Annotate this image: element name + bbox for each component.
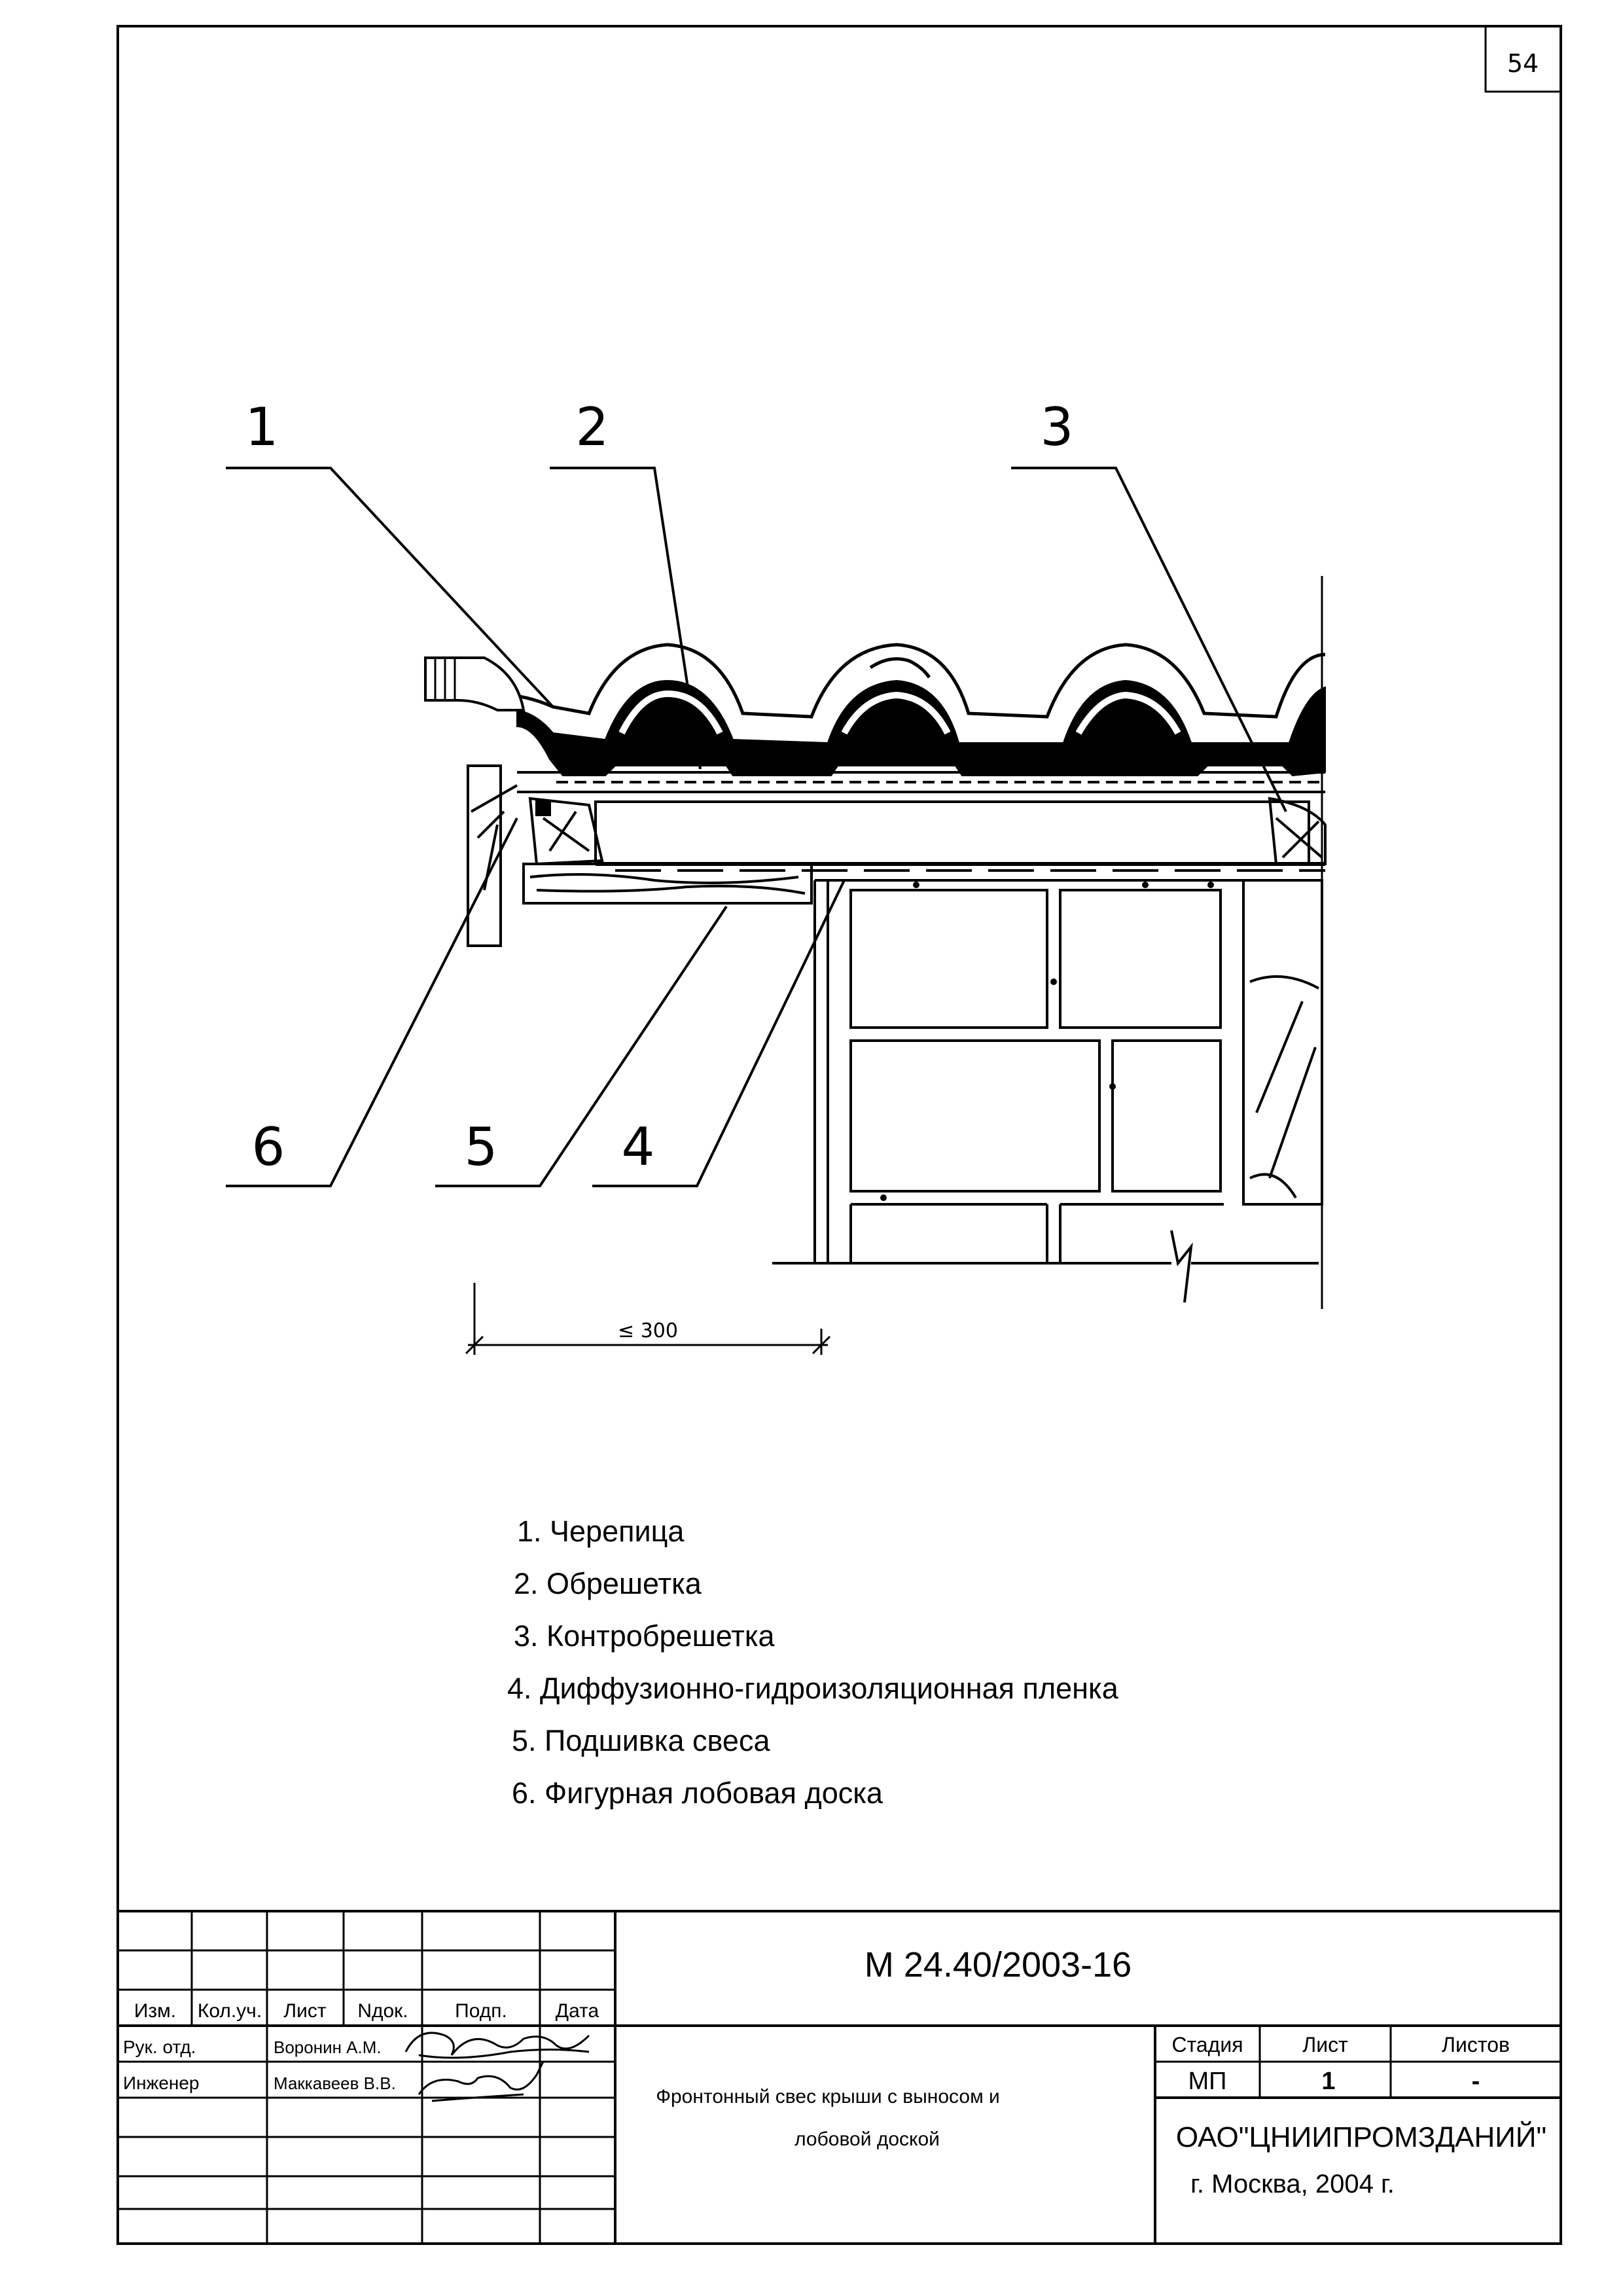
callout-6: 6 [252, 1117, 285, 1177]
stage-header: Стадия [1171, 2033, 1243, 2056]
legend-item-4: 4. Диффузионно-гидроизоляционная пленка [507, 1672, 1119, 1705]
sheet-header: Лист [1302, 2033, 1348, 2056]
callout-1: 1 [245, 397, 279, 457]
sheets-header: Листов [1442, 2033, 1510, 2056]
callout-2: 2 [576, 397, 609, 457]
counter-batten-right [1268, 797, 1327, 865]
legend-item-6: 6. Фигурная лобовая доска [512, 1776, 883, 1810]
callout-5: 5 [465, 1117, 498, 1177]
role-head: Рук. отд. [123, 2037, 196, 2057]
dimension-label: ≤ 300 [618, 1319, 678, 1342]
legend-item-5: 5. Подшивка свеса [512, 1724, 770, 1757]
drawing-title-line2: лобовой доской [794, 2128, 940, 2150]
name-engineer: Маккавеев В.В. [274, 2073, 396, 2093]
batten-layers [517, 771, 1325, 872]
title-block [118, 1910, 1561, 2244]
city-year: г. Москва, 2004 г. [1190, 2170, 1395, 2198]
roof-eave-section: 1 2 3 6 5 4 [226, 397, 1327, 1355]
drawing-title-line1: Фронтонный свес крыши с выносом и [656, 2086, 1000, 2108]
header-data: Дата [556, 2000, 599, 2022]
signature-2 [418, 2061, 544, 2102]
callout-4: 4 [622, 1117, 655, 1177]
signature-1 [404, 2032, 590, 2059]
legend: 1. Черепица 2. Обрешетка 3. Контробрешет… [507, 1515, 1119, 1810]
page-number: 54 [1507, 49, 1539, 78]
callout-3: 3 [1041, 397, 1074, 457]
sheet-value: 1 [1321, 2068, 1335, 2095]
brick-wall [772, 576, 1323, 1309]
legend-item-2: 2. Обрешетка [514, 1567, 702, 1600]
header-list: Лист [283, 2000, 326, 2022]
page-number-box: 54 [1484, 25, 1562, 93]
name-head: Воронин А.М. [274, 2037, 382, 2057]
role-engineer: Инженер [123, 2073, 200, 2093]
header-ndok: Nдок. [357, 2000, 408, 2022]
doc-code: М 24.40/2003-16 [865, 1945, 1132, 1984]
header-podp: Подп. [455, 2000, 507, 2022]
sheet-frame [116, 25, 1562, 2245]
sheets-value: - [1472, 2068, 1480, 2095]
legend-item-1: 1. Черепица [517, 1515, 685, 1548]
barge-board [467, 764, 813, 947]
header-kol-uch: Кол.уч. [198, 2000, 262, 2022]
legend-item-3: 3. Контробрешетка [514, 1619, 776, 1653]
header-izm: Изм. [134, 2000, 176, 2022]
leader-lines [226, 467, 1287, 1187]
stage-value: МП [1188, 2068, 1227, 2095]
organization: ОАО"ЦНИИПРОМЗДАНИЙ" [1176, 2120, 1546, 2153]
roof-tile-profile [424, 643, 1326, 777]
dimension-line [465, 1283, 831, 1355]
